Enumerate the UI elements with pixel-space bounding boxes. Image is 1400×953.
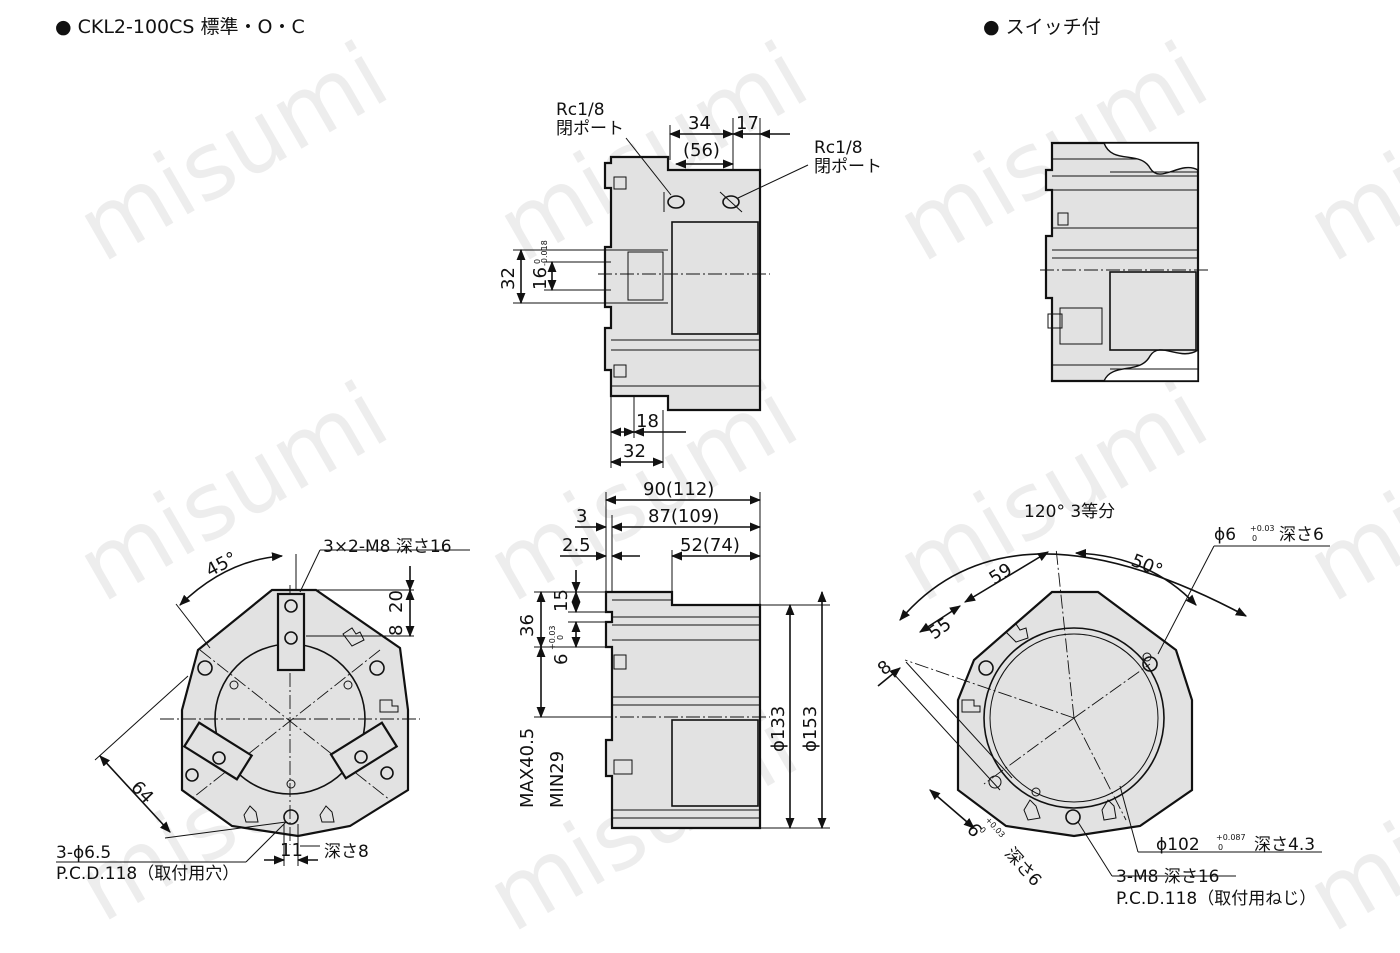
bore-tol-top: +0.087	[1216, 833, 1246, 842]
port-left-line2: 閉ポート	[556, 119, 624, 139]
dim-59: 59	[986, 559, 1017, 589]
tap-3x2-m8: 3×2-M8 深さ16	[323, 537, 452, 557]
pin-hole-tol-bottom: 0	[1252, 534, 1257, 543]
dim-52: 52(74)	[680, 535, 740, 556]
pin-hole-depth: 深さ6	[1279, 525, 1324, 545]
dim-32-vertical: 32	[498, 267, 519, 290]
pcd-mounting-holes: P.C.D.118（取付用穴）	[56, 864, 239, 884]
dim-phi133: ϕ133	[768, 706, 789, 752]
dim-87: 87(109)	[648, 506, 719, 527]
dim-34: 34	[688, 113, 711, 134]
dim-18: 18	[636, 411, 659, 432]
dim-55: 55	[925, 614, 956, 644]
dim-6: 6	[551, 654, 572, 665]
dim-16-vertical: 16	[530, 267, 551, 290]
header-right-title: ● スイッチ付	[983, 16, 1101, 38]
pin-hole-phi6: ϕ6	[1214, 525, 1236, 545]
dim-phi153: ϕ153	[800, 706, 821, 752]
bore-phi102: ϕ102	[1156, 835, 1200, 855]
bottom-right-view: 120° 3等分 ϕ6 +0.03 0 深さ6 50° 59 55 8 6 +0…	[874, 502, 1330, 909]
bottom-left-view: 45° 3×2-M8 深さ16 20 8 64 11 深さ8 3-ϕ6.5 P.…	[56, 537, 470, 884]
dim-6-depth: 深さ6	[1000, 844, 1045, 891]
dim-6-tol-bottom: 0	[978, 825, 988, 835]
dim-56: (56)	[683, 140, 720, 161]
dim-6-tol-bottom: 0	[556, 635, 565, 640]
stroke-min: MIN29	[547, 751, 568, 808]
bore-tol-bottom: 0	[1218, 843, 1223, 852]
pin-hole-tol-top: +0.03	[1250, 524, 1275, 533]
dim-17: 17	[736, 113, 759, 134]
division-120: 120° 3等分	[1024, 502, 1115, 522]
port-right-line2: 閉ポート	[814, 157, 882, 177]
tol-16-bottom: -0.018	[540, 240, 549, 266]
pcd-mounting-threads: P.C.D.118（取付用ねじ）	[1116, 889, 1316, 909]
dim-6-tol-top: +0.03	[548, 625, 557, 650]
dim-36: 36	[517, 614, 538, 637]
dim-20: 20	[386, 590, 407, 613]
depth-8: 深さ8	[324, 842, 369, 862]
dim-11: 11	[280, 840, 303, 861]
switch-side-view	[1040, 141, 1210, 383]
dim-2-5: 2.5	[562, 535, 591, 556]
tap-3-m8: 3-M8 深さ16	[1116, 867, 1219, 887]
angle-45: 45°	[202, 548, 240, 582]
tol-16-top: 0	[533, 259, 542, 264]
dim-15: 15	[551, 589, 572, 612]
header-left-title: ● CKL2-100CS 標準・O・C	[55, 16, 305, 38]
dim-32-bottom: 32	[623, 441, 646, 462]
dim-8: 8	[874, 656, 896, 679]
side-view: Rc1/8 閉ポート Rc1/8 閉ポート 34 17 (56) 32 16 0…	[498, 100, 882, 468]
port-right-line1: Rc1/8	[814, 138, 863, 158]
bore-depth: 深さ4.3	[1254, 835, 1315, 855]
front-view: 90(112) 3 87(109) 2.5 52(74) 36 15 6 +0.…	[517, 479, 830, 830]
port-left-line1: Rc1/8	[556, 100, 605, 120]
dim-3: 3	[576, 506, 587, 527]
dim-90: 90(112)	[643, 479, 714, 500]
dim-64: 64	[126, 777, 157, 808]
stroke-max: MAX40.5	[517, 728, 538, 808]
mounting-holes: 3-ϕ6.5	[56, 843, 111, 863]
dim-8: 8	[386, 625, 407, 636]
